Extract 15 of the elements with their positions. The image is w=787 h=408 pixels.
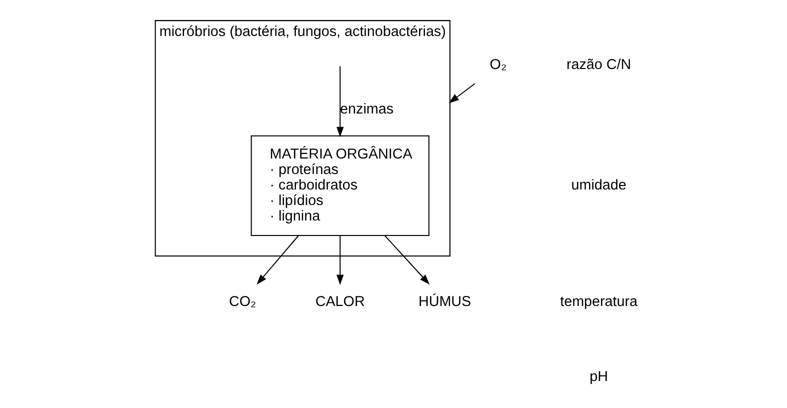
node-box: MATÉRIA ORGÂNICA · proteínas · carboidratos · lipídios · lignina — [250, 135, 429, 236]
label: razão C/N — [566, 56, 631, 73]
label: umidade — [570, 178, 626, 194]
arrow — [448, 83, 475, 104]
arrow — [384, 235, 430, 285]
node-text: O₂ — [489, 56, 506, 73]
node-text: CALOR — [314, 294, 364, 310]
edge-label: enzimas — [340, 102, 394, 118]
node-text: HÚMUS — [418, 294, 471, 310]
label: temperatura — [560, 294, 638, 310]
label: pH — [589, 368, 608, 385]
arrow — [336, 236, 344, 286]
arrow — [336, 66, 344, 138]
arrow — [256, 235, 298, 285]
node-text: CO₂ — [228, 294, 256, 310]
